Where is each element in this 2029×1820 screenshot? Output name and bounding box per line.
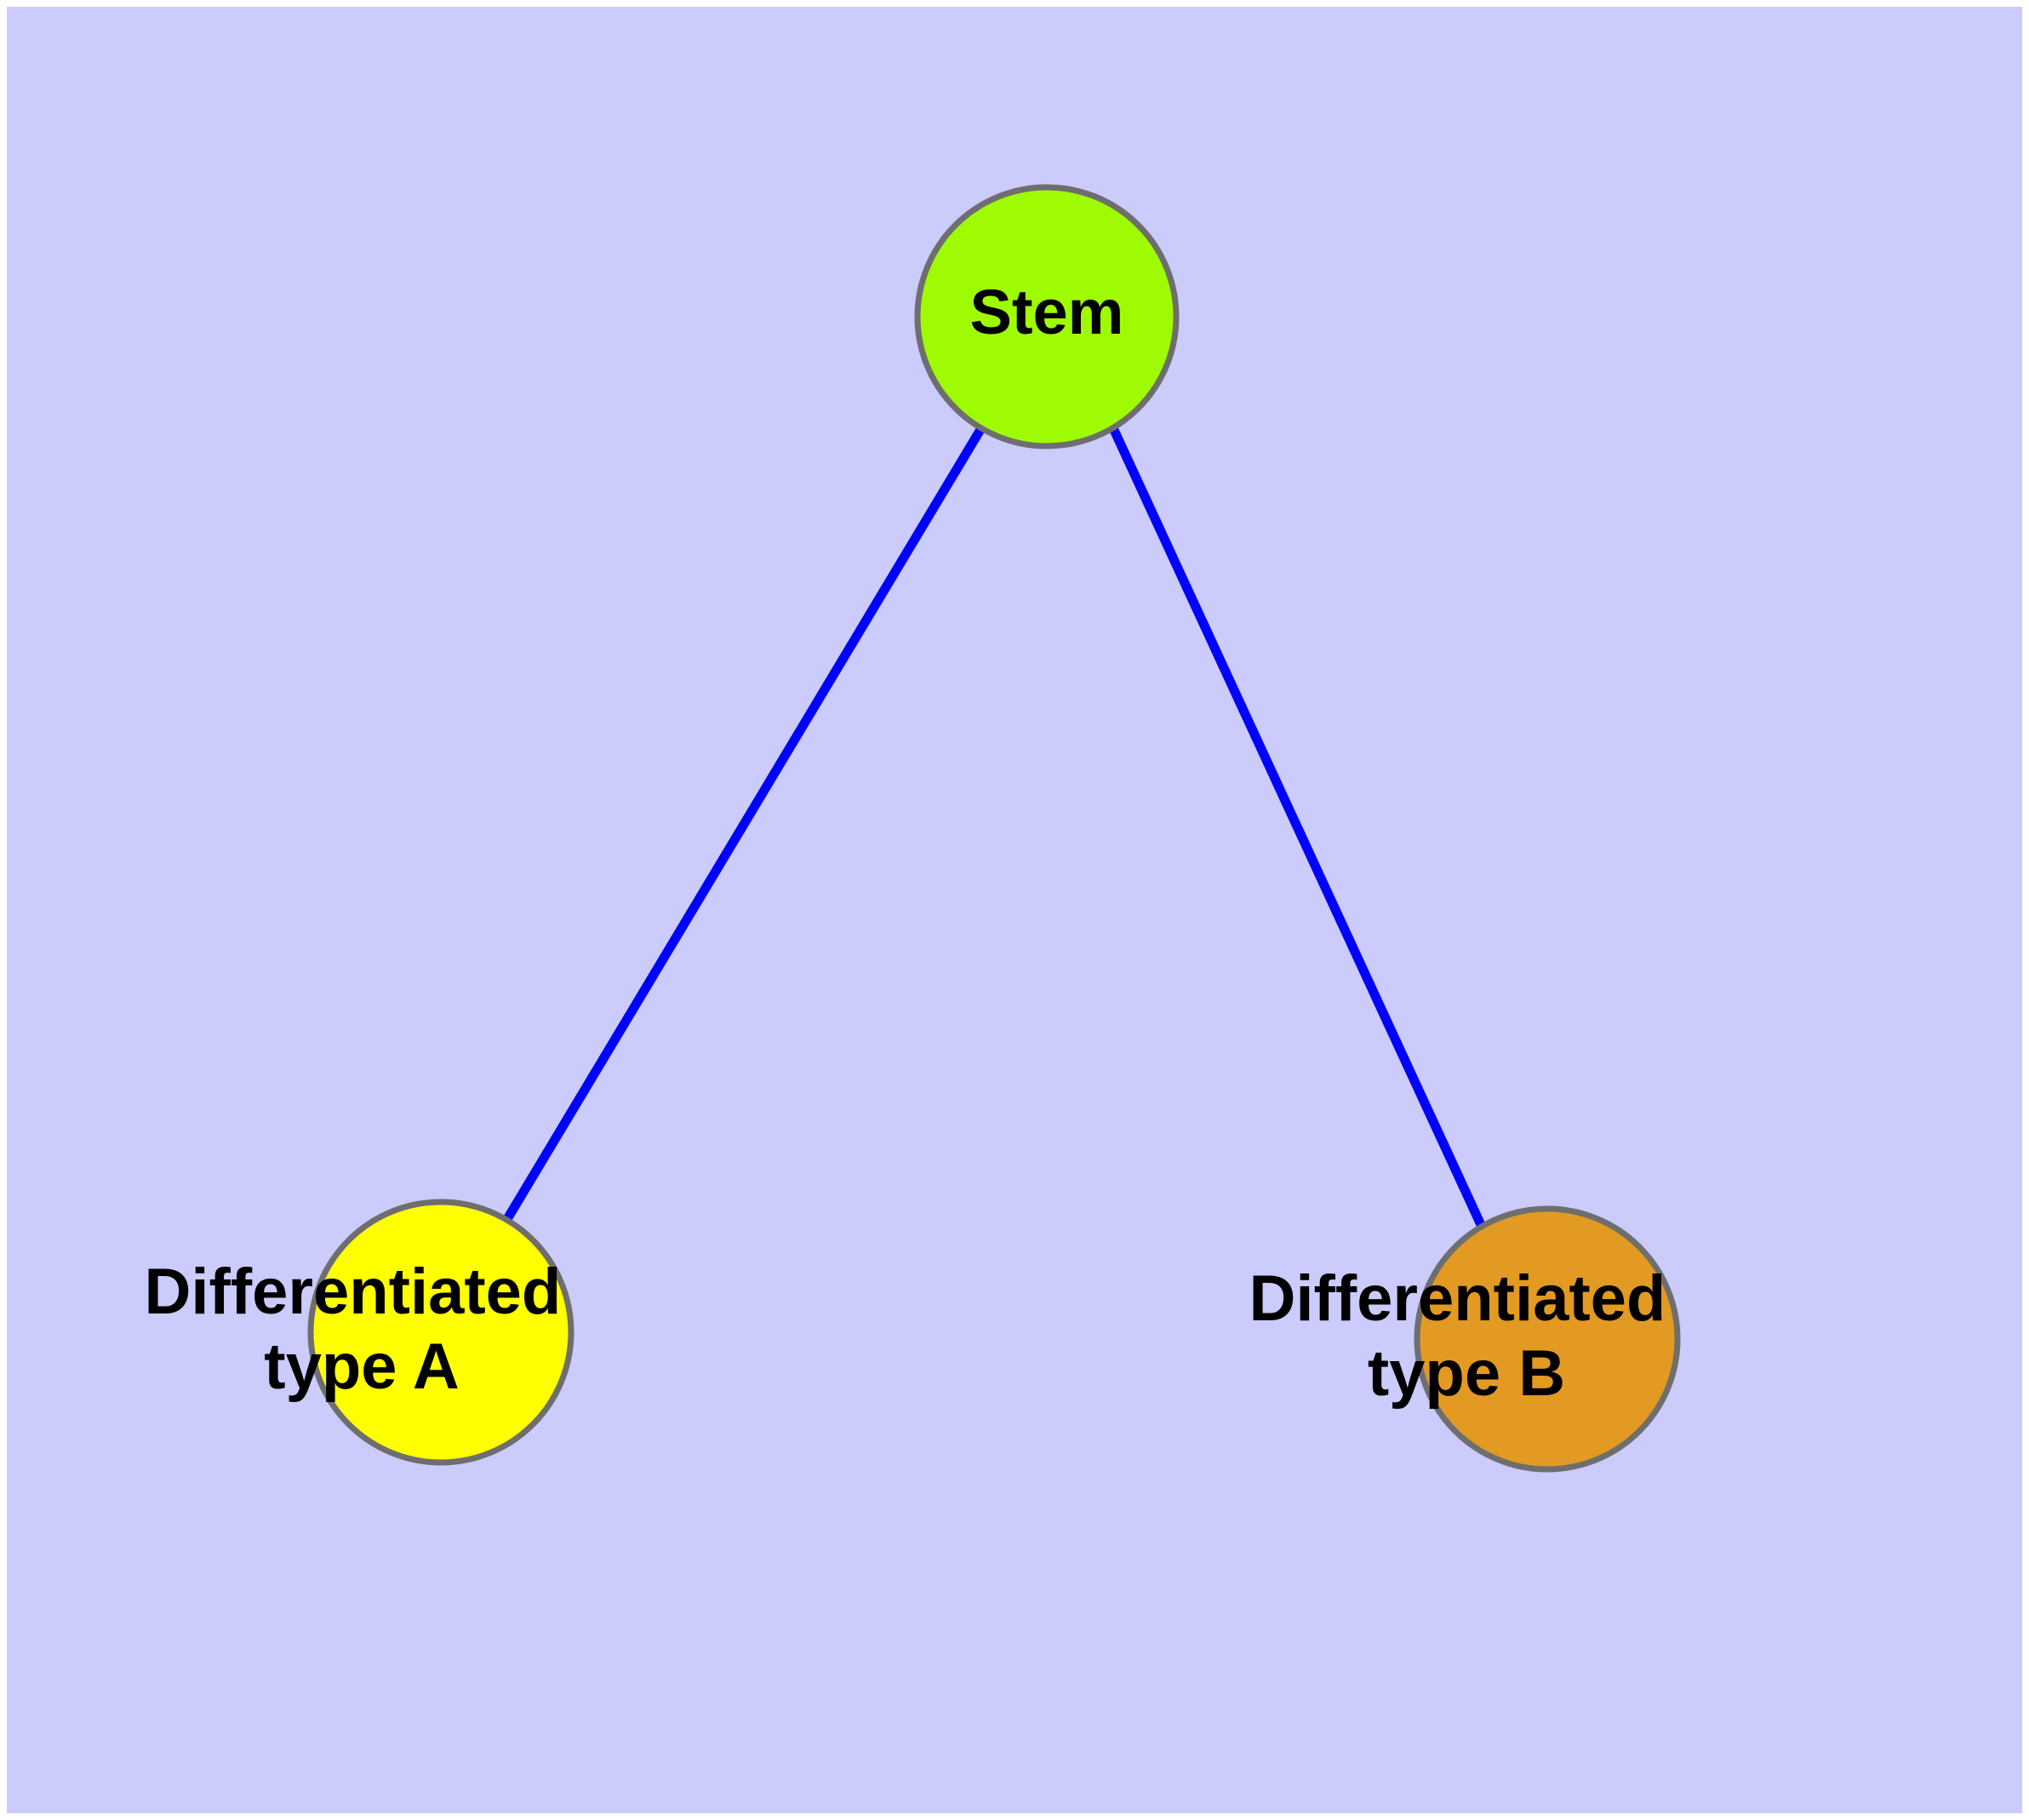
edge-stem-to-differentiated-type-a[interactable] bbox=[503, 426, 986, 1222]
node-stem[interactable]: Stem bbox=[914, 184, 1180, 449]
differentiated-type-a-node-label: Differentiated type A bbox=[145, 1256, 580, 1403]
node-differentiated-type-a[interactable]: Differentiated type A bbox=[145, 1199, 580, 1466]
stem-node-label: Stem bbox=[970, 277, 1124, 347]
differentiated-type-b-node-label: Differentiated type B bbox=[1249, 1262, 1684, 1410]
edge-stem-to-differentiated-type-b[interactable] bbox=[1109, 426, 1486, 1229]
differentiated-type-a-node-circle[interactable] bbox=[307, 1199, 574, 1466]
differentiated-type-b-node-circle[interactable] bbox=[1414, 1205, 1681, 1473]
diagram-plot-area: Stem Differentiated type A Differentiate… bbox=[7, 7, 2022, 1813]
node-link-graph: Stem Differentiated type A Differentiate… bbox=[145, 184, 1684, 1473]
node-differentiated-type-b[interactable]: Differentiated type B bbox=[1249, 1205, 1684, 1473]
stem-node-circle[interactable] bbox=[914, 184, 1180, 449]
nodes-group: Stem Differentiated type A Differentiate… bbox=[145, 184, 1684, 1473]
edges-group bbox=[503, 426, 1486, 1229]
